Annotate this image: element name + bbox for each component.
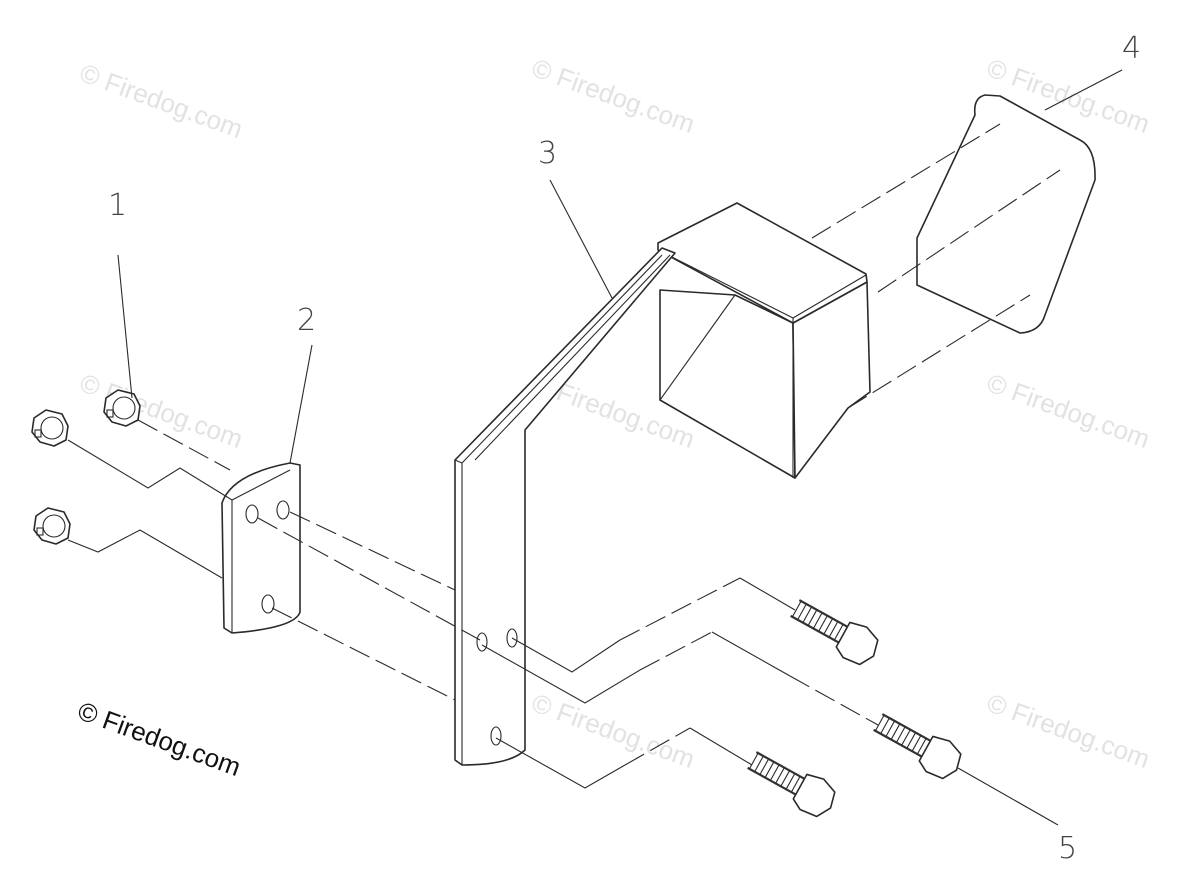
alignment-line <box>257 517 481 641</box>
leader-line <box>67 529 223 579</box>
callout-leader-5 <box>957 767 1059 826</box>
watermark: © Firedog.com <box>983 367 1154 454</box>
leader-line <box>689 727 753 766</box>
alignment-line <box>137 419 231 471</box>
watermark: © Firedog.com <box>528 687 699 774</box>
callout-4: 4 <box>1122 31 1141 66</box>
alignment-line <box>847 294 1031 409</box>
part-1-nut <box>103 389 141 427</box>
callout-leader-4 <box>1044 69 1123 111</box>
alignment-line <box>811 123 1001 239</box>
callout-3: 3 <box>538 136 557 171</box>
copyright-text: © Firedog.com <box>74 695 245 782</box>
callout-leader-1 <box>117 254 133 399</box>
alignment-line <box>789 675 879 726</box>
part-2-plate <box>221 462 301 634</box>
alignment-line <box>877 169 1061 293</box>
watermark: © Firedog.com <box>76 57 247 144</box>
leader-line <box>481 644 641 704</box>
part-5-bolt <box>873 713 962 780</box>
part-5-bolt <box>747 751 836 818</box>
alignment-line <box>639 631 713 671</box>
part-4-plate <box>916 94 1096 334</box>
watermark: © Firedog.com <box>528 52 699 139</box>
alignment-line <box>624 727 691 766</box>
leader-line <box>711 631 791 677</box>
callout-1: 1 <box>108 188 127 223</box>
callout-5: 5 <box>1058 831 1077 866</box>
part-1-nut <box>31 409 69 447</box>
part-3-bracket <box>454 202 871 766</box>
alignment-line <box>271 607 456 701</box>
callout-leader-2 <box>289 344 313 464</box>
leader-line <box>739 577 796 611</box>
callout-2: 2 <box>297 303 316 338</box>
alignment-line <box>289 511 456 591</box>
leader-line <box>511 637 621 673</box>
part-1-nut <box>33 507 71 545</box>
callout-leader-3 <box>549 179 613 299</box>
watermark: © Firedog.com <box>983 687 1154 774</box>
watermark: © Firedog.com <box>76 367 247 454</box>
part-5-bolt <box>790 599 879 666</box>
leader-line <box>495 737 626 789</box>
leader-line <box>67 439 233 501</box>
alignment-line <box>619 577 741 641</box>
